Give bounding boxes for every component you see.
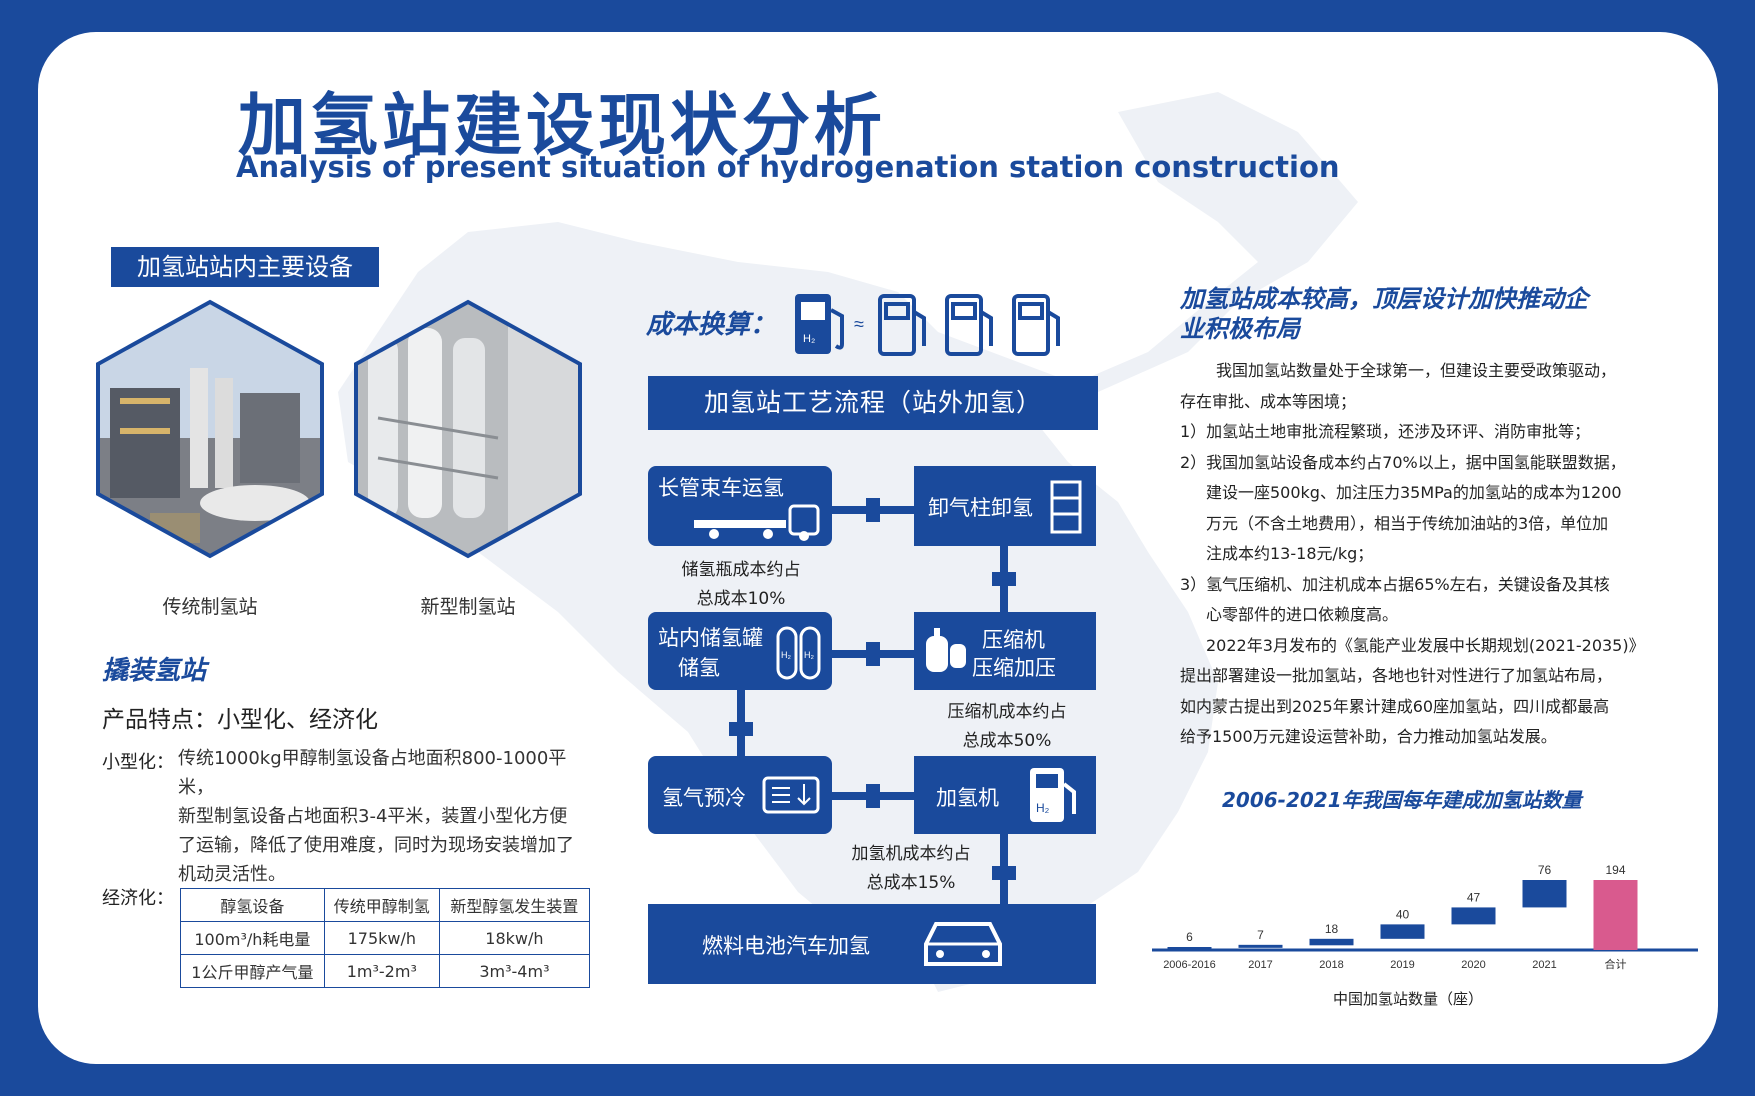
- chart-category-label-5: 2021: [1532, 959, 1556, 971]
- svg-text:H₂: H₂: [781, 650, 791, 660]
- table-row: 1公斤甲醇产气量 1m³-2m³ 3m³-4m³: [180, 954, 591, 988]
- china-map-background: [338, 92, 1358, 992]
- chart-bar-2: [1309, 938, 1354, 946]
- step-label: 长管束车运氢: [658, 476, 784, 500]
- chart-value-label-5: 76: [1538, 863, 1552, 877]
- step-label: 压缩机: [982, 628, 1045, 652]
- process-flow-title: 加氢站工艺流程（站外加氢）: [648, 376, 1098, 430]
- chart-bar-0: [1167, 947, 1212, 950]
- step-dispenser: 加氢机 H₂: [914, 756, 1096, 834]
- valve-icon: [866, 498, 880, 522]
- step-label: 储氢: [678, 656, 720, 680]
- chart-bar-3: [1380, 924, 1425, 939]
- page-subtitle-en: Analysis of present situation of hydroge…: [236, 150, 1340, 184]
- miniaturization-text: 传统1000kg甲醇制氢设备占地面积800-1000平米， 新型制氢设备占地面积…: [178, 748, 574, 885]
- step-storage: 站内储氢罐 储氢 H₂ H₂: [648, 612, 832, 690]
- table-cell: 1公斤甲醇产气量: [180, 954, 325, 988]
- chart-value-label-2: 18: [1325, 922, 1339, 936]
- table-cell: 3m³-4m³: [438, 954, 591, 988]
- step-label: 压缩加压: [972, 656, 1056, 680]
- chart-value-label-1: 7: [1257, 928, 1264, 942]
- step-precool: 氢气预冷: [648, 756, 832, 834]
- pipe-connector: [737, 686, 745, 790]
- table-cell: 18kw/h: [438, 921, 591, 955]
- economy-label: 经济化：: [102, 888, 174, 909]
- table-header-cell: 新型醇氢发生装置: [438, 888, 591, 922]
- chart-xlabel: 中国加氢站数量（座）: [1332, 990, 1483, 1008]
- table-header-cell: 传统甲醇制氢: [323, 888, 440, 922]
- table-cell: 175kw/h: [323, 921, 440, 955]
- valve-icon: [866, 784, 880, 808]
- step-label: 氢气预冷: [662, 786, 746, 810]
- svg-text:H₂: H₂: [1036, 801, 1050, 815]
- spec-table: 醇氢设备 传统甲醇制氢 新型醇氢发生装置 100m³/h耗电量 175kw/h …: [180, 888, 591, 988]
- valve-icon: [866, 642, 880, 666]
- valve-icon: [992, 866, 1016, 880]
- cost-conversion-icons: H₂ ≈: [795, 294, 1060, 356]
- chart-category-label-4: 2020: [1461, 959, 1485, 971]
- fuel-pump-icon: [878, 294, 926, 356]
- page-title: 加氢站建设现状分析: [238, 87, 887, 166]
- chart-bar-6: [1593, 880, 1638, 950]
- step-compressor: 压缩机 压缩加压: [914, 612, 1096, 690]
- fuel-pump-icon: [1012, 294, 1060, 356]
- table-header-row: 醇氢设备 传统甲醇制氢 新型醇氢发生装置: [180, 888, 591, 922]
- main-panel: 加氢站建设现状分析 Analysis of present situation …: [38, 32, 1718, 1064]
- miniaturization-label: 小型化：: [102, 752, 174, 773]
- valve-icon: [992, 572, 1016, 586]
- skid-station-heading: 撬装氢站: [102, 656, 207, 686]
- step-label: 站内储氢罐: [658, 626, 763, 650]
- chart-category-label-6: 合计: [1605, 957, 1627, 971]
- truck-icon: [694, 504, 820, 541]
- valve-icon: [729, 722, 753, 736]
- station-count-bar-chart: 6 2006-2016 7 2017 18 2018 40 2019 47 2020 76 2021 1…: [1152, 863, 1698, 971]
- hydrogen-pump-icon: H₂: [795, 294, 844, 354]
- product-features: 产品特点：小型化、经济化: [102, 707, 378, 733]
- chart-category-label-3: 2019: [1390, 959, 1414, 971]
- table-cell: 1m³-2m³: [323, 954, 440, 988]
- right-heading: 加氢站成本较高，顶层设计加快推动企 业积极布局: [1180, 285, 1588, 343]
- hydrogen-tank-icon: H₂ H₂: [776, 626, 821, 680]
- note-bottle-cost: 储氢瓶成本约占 总成本10%: [681, 560, 801, 609]
- right-body-text: 我国加氢站数量处于全球第一，但建设主要受政策驱动， 存在审批、成本等困境； 1）…: [1180, 361, 1645, 746]
- table-cell: 100m³/h耗电量: [180, 921, 325, 955]
- step-unload: 卸气柱卸氢: [914, 466, 1096, 546]
- unloading-column-icon: [1050, 480, 1082, 534]
- step-fcv-refuel: 燃料电池汽车加氢: [648, 904, 1096, 984]
- step-label: 卸气柱卸氢: [928, 496, 1033, 520]
- fuel-pump-icon: [945, 294, 993, 356]
- cost-conversion-label: 成本换算：: [646, 310, 777, 340]
- caption-traditional: 传统制氢站: [162, 596, 258, 618]
- chart-value-label-6: 194: [1605, 863, 1625, 877]
- chart-bar-4: [1451, 907, 1496, 925]
- compressor-icon: [926, 628, 966, 672]
- approx-sign: ≈: [854, 314, 864, 334]
- hydrogen-dispenser-icon: H₂: [1030, 768, 1076, 822]
- pipe-connector: [1000, 828, 1008, 938]
- new-station-photo: [354, 299, 582, 559]
- note-compressor-cost: 压缩机成本约占 总成本50%: [947, 702, 1067, 751]
- note-dispenser-cost: 加氢机成本约占 总成本15%: [851, 844, 971, 893]
- chart-value-label-4: 47: [1467, 890, 1481, 904]
- table-row: 100m³/h耗电量 175kw/h 18kw/h: [180, 921, 591, 955]
- chart-bar-1: [1238, 944, 1283, 948]
- step-label: 加氢机: [936, 786, 999, 810]
- section-tag-equipment: 加氢站站内主要设备: [111, 247, 379, 287]
- step-tube-trailer: 长管束车运氢: [648, 466, 832, 546]
- chiller-icon: [762, 776, 820, 814]
- car-icon: [924, 922, 1002, 966]
- svg-text:H₂: H₂: [804, 650, 814, 660]
- chart-bar-5: [1522, 880, 1567, 908]
- chart-value-label-3: 40: [1396, 907, 1410, 921]
- step-label: 燃料电池汽车加氢: [702, 934, 870, 958]
- table-header-cell: 醇氢设备: [180, 888, 325, 922]
- chart-value-label-0: 6: [1186, 930, 1193, 944]
- chart-category-label-0: 2006-2016: [1163, 959, 1216, 971]
- svg-text:H₂: H₂: [803, 333, 815, 345]
- chart-title: 2006-2021年我国每年建成加氢站数量: [1222, 788, 1582, 812]
- chart-category-label-1: 2017: [1248, 959, 1272, 971]
- caption-new: 新型制氢站: [420, 596, 516, 618]
- traditional-station-photo: [96, 299, 324, 559]
- chart-category-label-2: 2018: [1319, 959, 1343, 971]
